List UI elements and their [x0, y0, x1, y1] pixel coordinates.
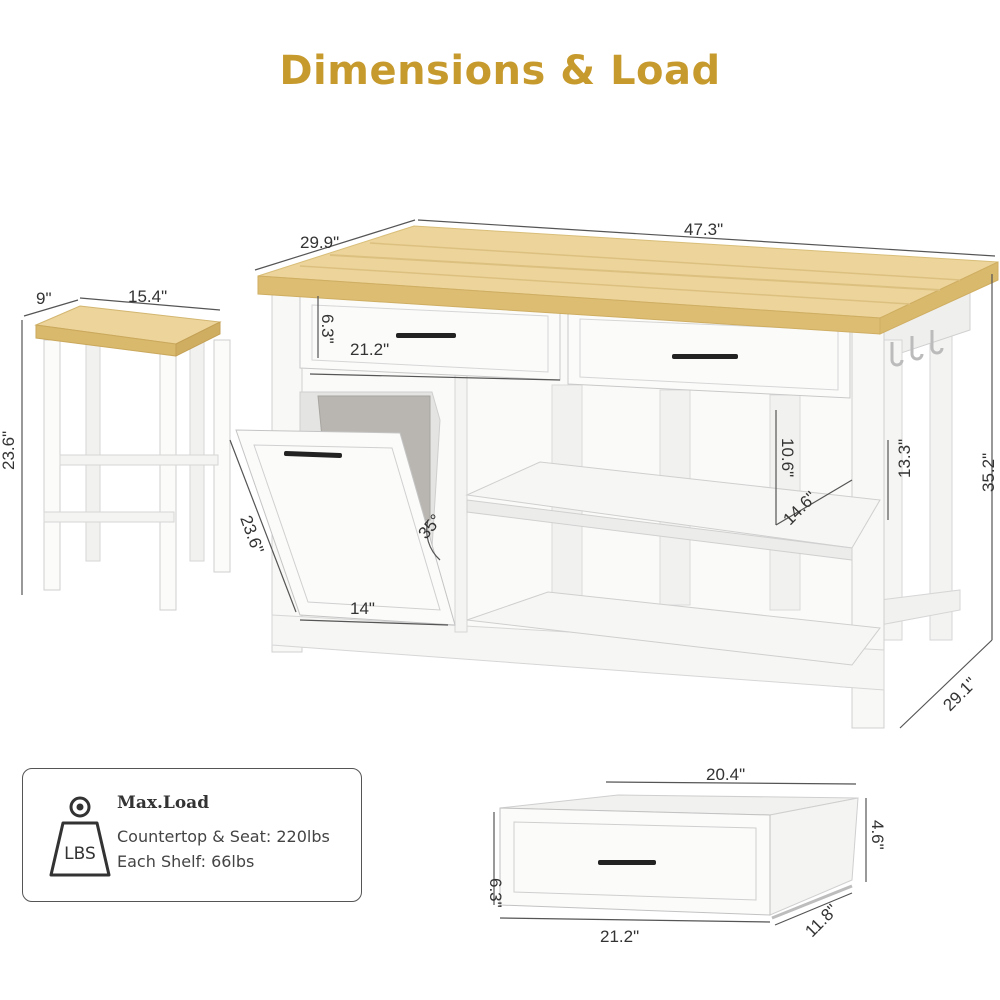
max-load-heading: Max.Load: [117, 793, 210, 813]
kitchen-island: [235, 225, 999, 729]
shelf-load: Each Shelf: 66lbs: [117, 852, 255, 871]
page-title: Dimensions & Load: [279, 48, 721, 94]
label-stool-width: 15.4": [128, 287, 167, 306]
label-bin-height: 23.6": [236, 513, 267, 556]
label-detail-drawer-height: 6.3": [486, 878, 505, 908]
label-island-width: 47.3": [684, 220, 723, 239]
weight-icon: LBS: [49, 796, 111, 877]
label-stool-depth: 9": [36, 289, 52, 308]
label-bin-width: 14": [350, 599, 375, 618]
label-drawer-width: 21.2": [350, 340, 389, 359]
label-detail-drawer-width: 21.2": [600, 927, 639, 946]
countertop-load: Countertop & Seat: 220lbs: [117, 827, 330, 846]
label-detail-drawer-inner-height: 4.6": [868, 820, 887, 850]
label-island-height: 35.2": [979, 453, 998, 492]
hooks: [890, 330, 944, 367]
weight-icon-label: LBS: [64, 844, 96, 864]
bar-stool: [34, 305, 231, 611]
label-stool-height: 23.6": [0, 431, 18, 470]
label-shelf-height: 10.6": [778, 438, 797, 477]
label-detail-drawer-depth: 11.8": [801, 901, 841, 941]
label-detail-drawer-inner-width: 20.4": [706, 765, 745, 784]
label-island-depth: 29.9": [300, 233, 339, 252]
label-drawer-height: 6.3": [318, 314, 337, 344]
detail-drawer: [499, 794, 859, 920]
max-load-panel: LBS Max.Load Countertop & Seat: 220lbs E…: [22, 768, 362, 902]
dimension-lines: [21, 219, 996, 926]
label-island-base-depth: 29.1": [939, 674, 980, 715]
label-side-shelf: 13.3": [895, 439, 914, 478]
